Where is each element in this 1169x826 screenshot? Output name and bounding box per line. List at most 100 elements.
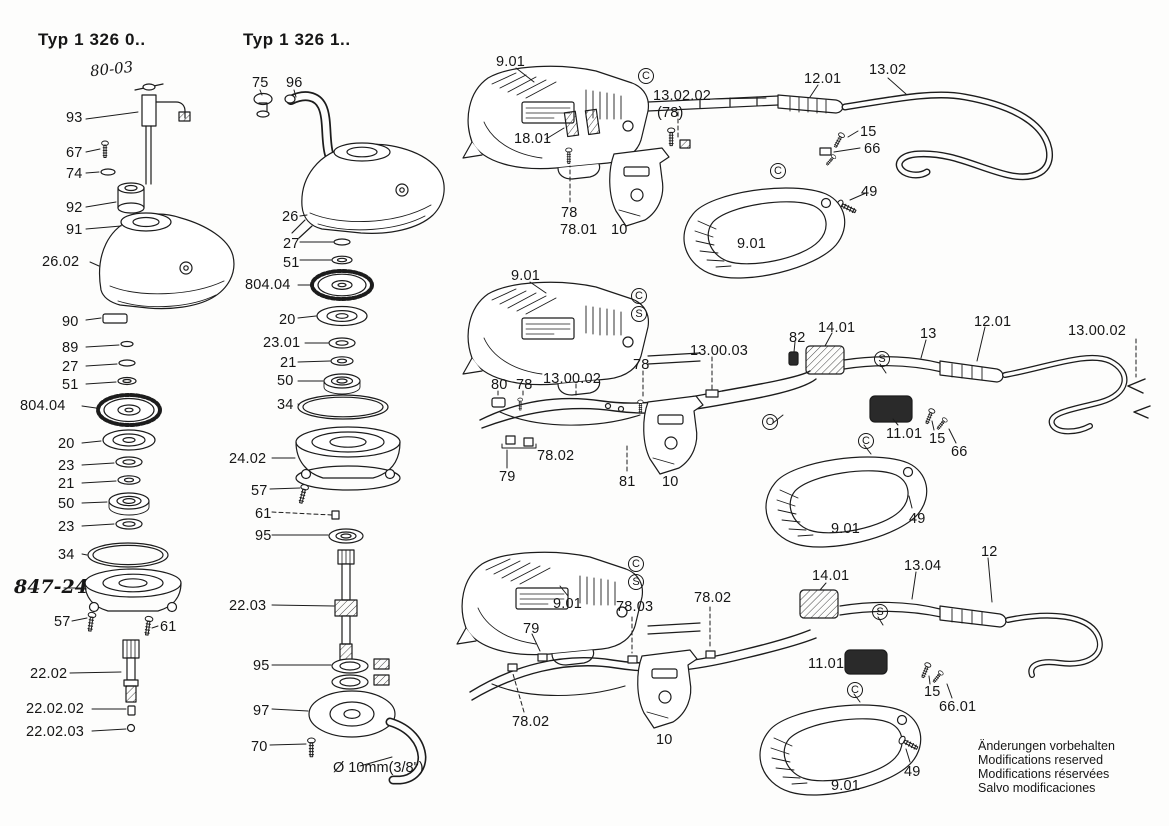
capacitor-11-01 xyxy=(869,395,913,423)
part-label-66-01: 66.01 xyxy=(939,699,977,715)
part-label-78-03: 78.03 xyxy=(616,599,654,615)
part-label-78-01: 78.01 xyxy=(560,222,598,238)
assembly-view-top xyxy=(462,65,1054,279)
part-label-23-01: 23.01 xyxy=(263,335,301,351)
part-label-93: 93 xyxy=(66,110,83,126)
model-title-typ-1-326-0: Typ 1 326 0.. xyxy=(38,30,146,49)
part-label-10: 10 xyxy=(656,732,673,748)
part-label-804-04: 804.04 xyxy=(20,398,66,414)
part-label-95: 95 xyxy=(255,528,272,544)
part-label-78: 78 xyxy=(561,205,578,221)
part-label-9-01: 9.01 xyxy=(831,778,861,794)
bearing-set-95 xyxy=(331,658,390,690)
leader-lines-dashed xyxy=(569,111,679,203)
part-label-21: 21 xyxy=(280,355,297,371)
dimension-note-10mm-3-8: Ø 10mm(3/8") xyxy=(333,760,424,776)
part-label-13: 13 xyxy=(920,326,937,342)
part-label-9-01: 9.01 xyxy=(553,596,583,612)
part-label-78: 78 xyxy=(633,357,650,373)
part-label-18-01: 18.01 xyxy=(514,131,552,147)
part-label-21: 21 xyxy=(58,476,75,492)
part-label-61: 61 xyxy=(160,619,177,635)
part-label-51: 51 xyxy=(62,377,79,393)
part-label-49: 49 xyxy=(861,184,878,200)
part-label-13-02-02: 13.02.02 xyxy=(653,88,712,104)
leader-lines-dashed xyxy=(512,606,711,713)
part-label-24-02: 24.02 xyxy=(229,451,267,467)
carbon-brush xyxy=(584,108,601,136)
ball-bearing-50-b xyxy=(323,373,361,395)
assembly-mark-s: S xyxy=(874,351,890,367)
part-label-9-01: 9.01 xyxy=(496,54,526,70)
part-label-13-04: 13.04 xyxy=(904,558,942,574)
part-label-92: 92 xyxy=(66,200,83,216)
part-label-75: 75 xyxy=(252,75,269,91)
handwritten-note-847-24: 847-24 xyxy=(14,576,88,598)
part-label-11-01: 11.01 xyxy=(886,426,923,442)
part-label-34: 34 xyxy=(58,547,75,563)
part-label-67: 67 xyxy=(66,145,83,161)
part-label-22-03: 22.03 xyxy=(229,598,267,614)
part-label-66: 66 xyxy=(951,444,968,460)
handwritten-note-80-03: 80-03 xyxy=(89,57,135,81)
part-label-13-02: 13.02 xyxy=(869,62,907,78)
spindle-22-03 xyxy=(334,549,358,661)
gear-head-housing-26-02 xyxy=(99,212,235,310)
part-label-804-04: 804.04 xyxy=(245,277,291,293)
part-label-12-01: 12.01 xyxy=(974,314,1012,330)
part-label-57: 57 xyxy=(251,483,268,499)
exploded-view-typ-1326-1 xyxy=(253,89,445,785)
crown-gear-804-04-b xyxy=(310,269,374,301)
part-label-79: 79 xyxy=(499,469,516,485)
assembly-mark-c: C xyxy=(628,556,644,572)
assembly-mark-c: C xyxy=(847,682,863,698)
leader-lines-dashed xyxy=(497,338,1137,472)
ball-bearing-50 xyxy=(108,492,150,516)
part-label-74: 74 xyxy=(66,166,83,182)
part-label-15: 15 xyxy=(929,431,946,447)
carbon-brush xyxy=(563,110,580,138)
part-label-97: 97 xyxy=(253,703,270,719)
field-coil-14-01 xyxy=(799,589,839,619)
power-cable-13-00-02 xyxy=(1002,354,1151,435)
part-label-89: 89 xyxy=(62,340,79,356)
part-label-82: 82 xyxy=(789,330,806,346)
part-label-23: 23 xyxy=(58,519,75,535)
part-label-50: 50 xyxy=(58,496,75,512)
leader-lines xyxy=(515,67,907,201)
part-label-70: 70 xyxy=(251,739,268,755)
part-label-66: 66 xyxy=(864,141,881,157)
footer-note-salvo-modificaciones: Salvo modificaciones xyxy=(978,781,1096,795)
assembly-mark-c: C xyxy=(638,68,654,84)
power-cable-13-02 xyxy=(841,91,1054,181)
assembly-mark-c: C xyxy=(858,433,874,449)
part-label-78: 78 xyxy=(516,377,533,393)
leader-lines xyxy=(63,111,159,732)
part-label-78-02: 78.02 xyxy=(694,590,732,606)
part-label-11-01: 11.01 xyxy=(808,656,845,672)
part-label-13-00-03: 13.00.03 xyxy=(690,343,749,359)
footer-note-modifications-reserved: Modifications reserved xyxy=(978,753,1104,767)
part-label-79: 79 xyxy=(523,621,540,637)
part-label-15: 15 xyxy=(924,684,941,700)
assembly-mark-s: S xyxy=(631,306,647,322)
power-cable-12 xyxy=(1005,612,1103,678)
water-tap-part-93 xyxy=(134,83,191,185)
part-label-9-01: 9.01 xyxy=(737,236,767,252)
spindle-22-02 xyxy=(122,639,140,733)
part-label-14-01: 14.01 xyxy=(812,568,850,584)
part-label-95: 95 xyxy=(253,658,270,674)
part-label-26: 26 xyxy=(282,209,299,225)
leader-lines-dashed xyxy=(271,511,333,516)
part-label-27: 27 xyxy=(283,236,300,252)
part-label-22-02-02: 22.02.02 xyxy=(26,701,85,717)
exploded-view-typ-1326-0 xyxy=(63,83,235,733)
part-label-26-02: 26.02 xyxy=(42,254,80,270)
bearing-flange-24-02 xyxy=(295,426,401,491)
part-label-91: 91 xyxy=(66,222,83,238)
part-label-13-00-02: 13.00.02 xyxy=(1068,323,1127,339)
part-label-50: 50 xyxy=(277,373,294,389)
part-label-20: 20 xyxy=(279,312,296,328)
